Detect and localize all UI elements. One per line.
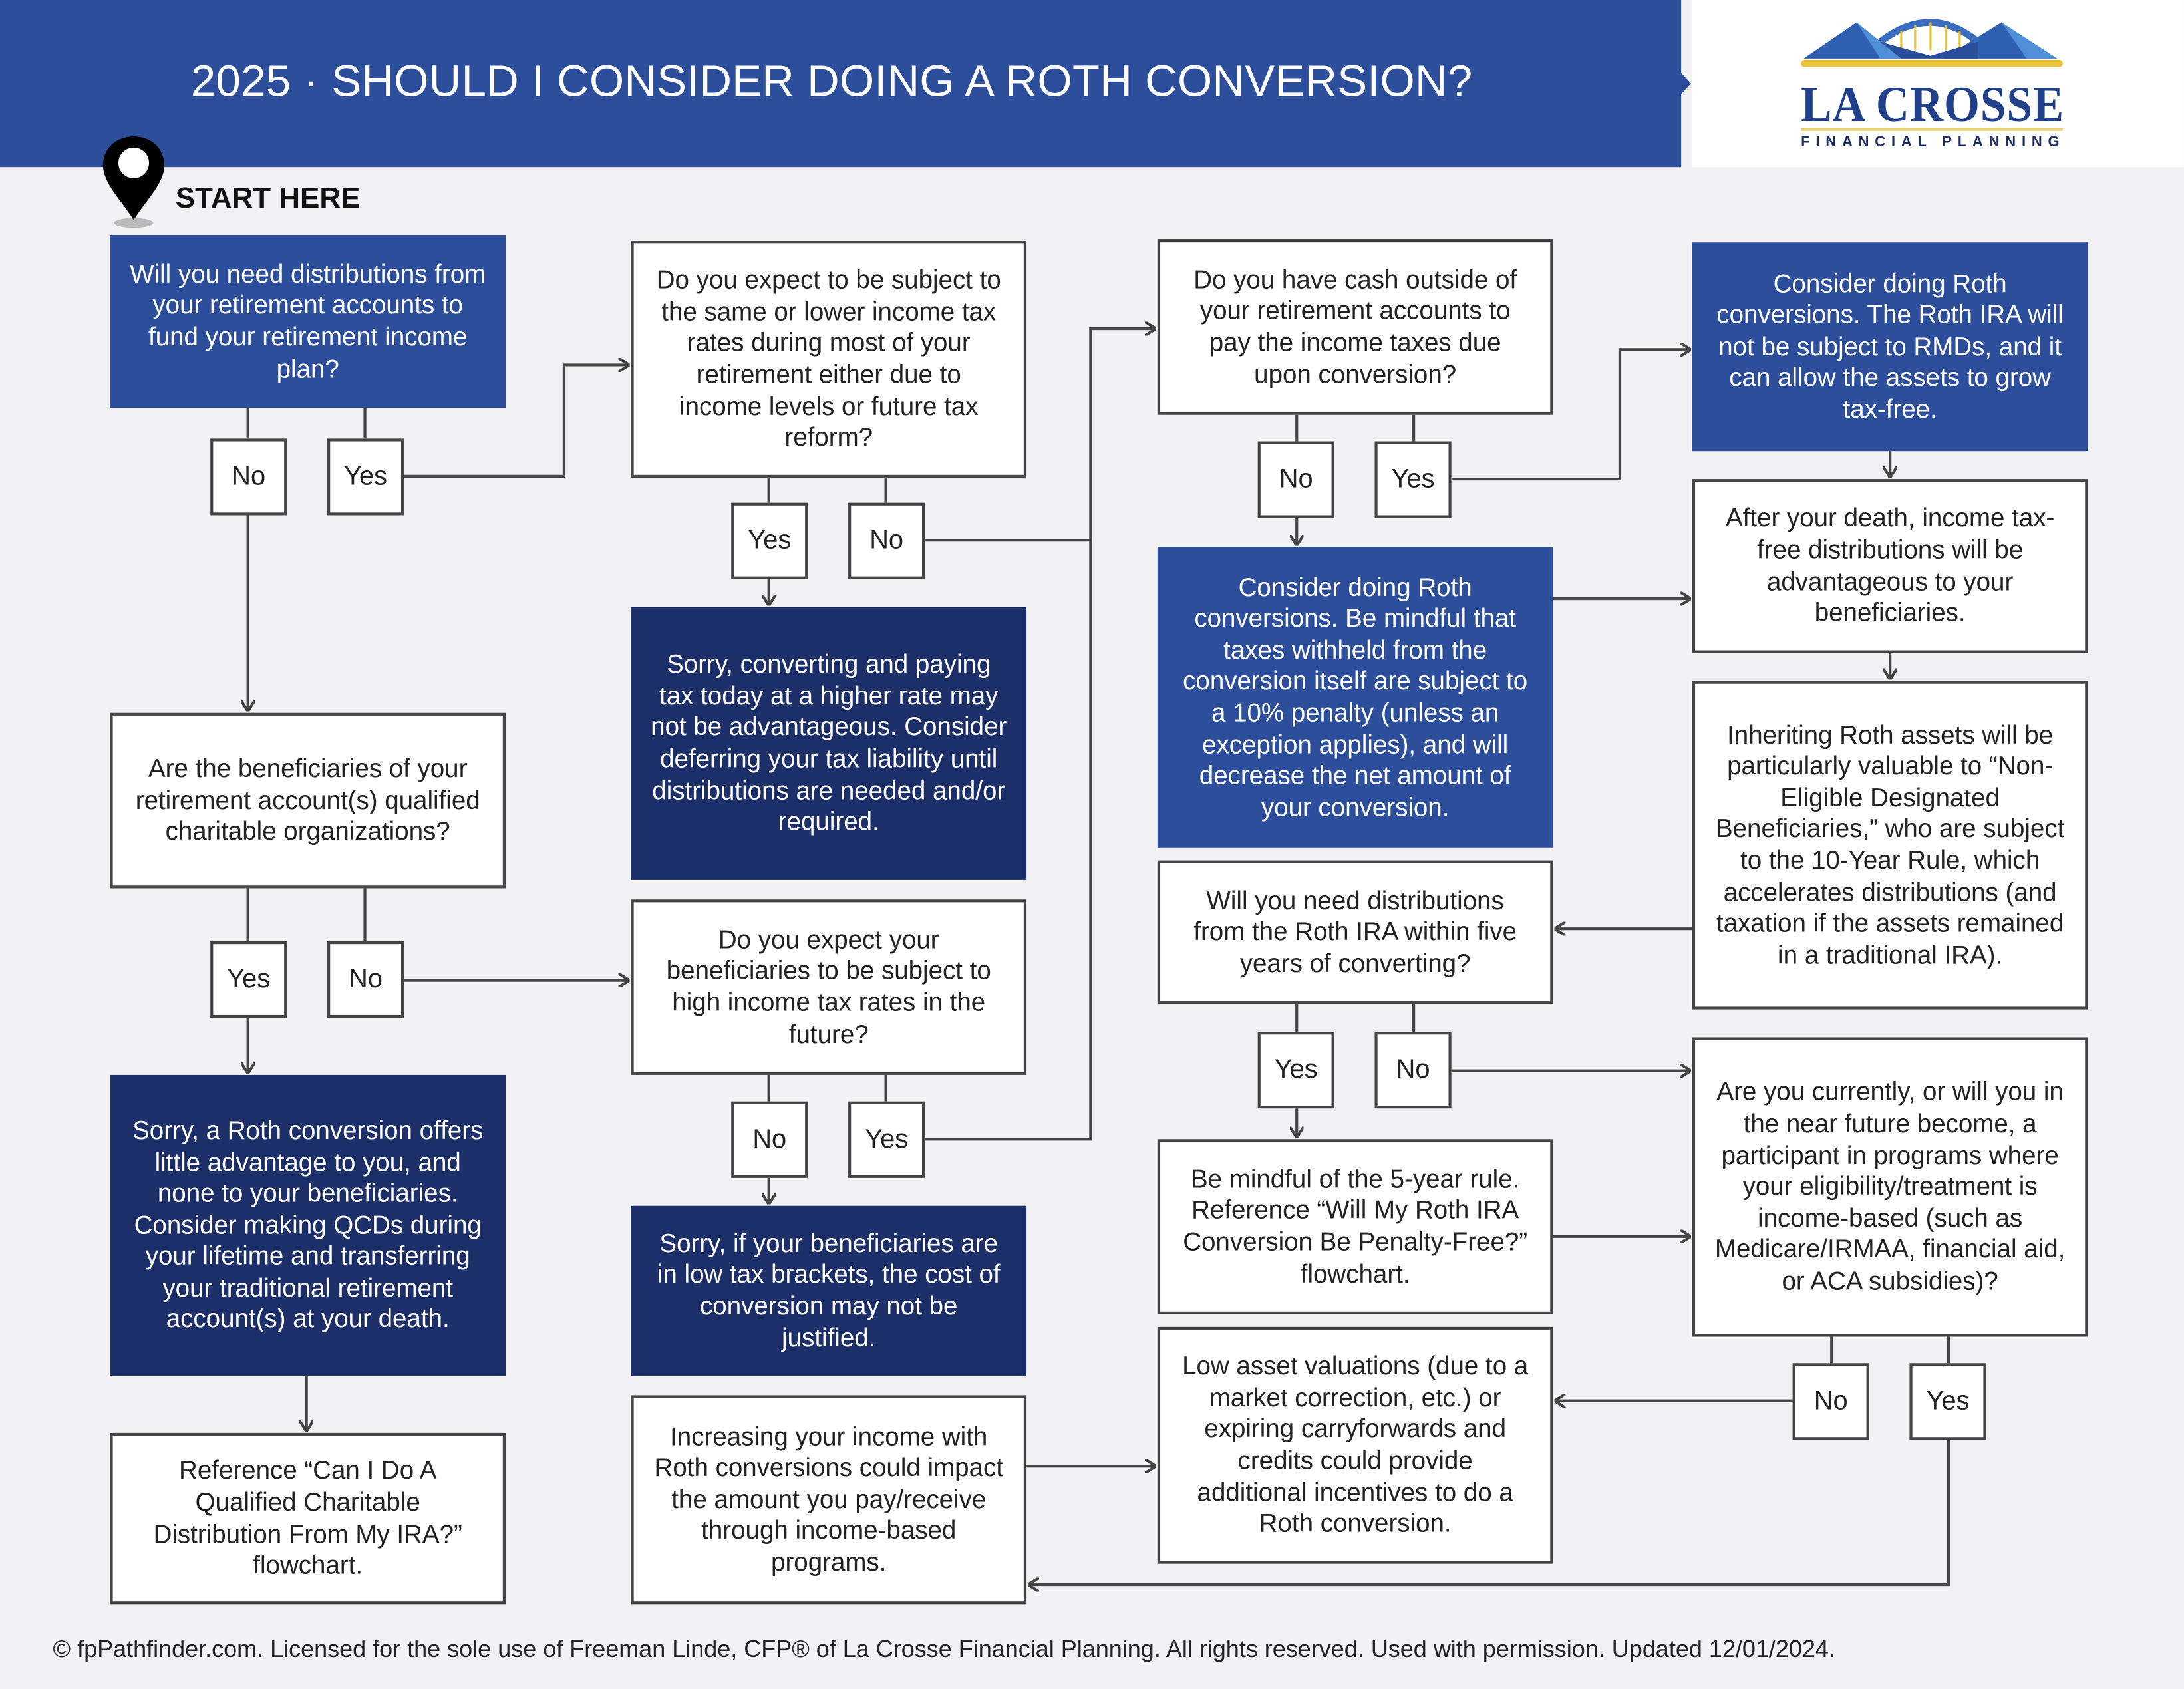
q-cash-outside: Do you have cash outside of your retirem… [1157,239,1553,415]
outcome-low-brackets: Sorry, if your beneficiaries are in low … [631,1205,1027,1376]
logo-tagline: FINANCIAL PLANNING [1801,133,2066,151]
reference-qcd-flowchart: Reference “Can I Do A Qualified Charitab… [110,1432,506,1605]
start-here-label: START HERE [175,182,361,215]
q-beneficiaries-high-tax: Do you expect your beneficiaries to be s… [631,899,1027,1075]
q-beneficiaries-charitable: Are the beneficiaries of your retirement… [110,712,506,889]
answer-yes: Yes [327,438,404,516]
bridge-mountain-logo-icon [1801,19,2063,67]
map-pin-icon [102,136,165,228]
logo-rule [1801,128,2063,131]
note-inheriting-roth: Inheriting Roth assets will be particula… [1692,681,2088,1010]
outcome-higher-rate: Sorry, converting and paying tax today a… [631,607,1027,880]
answer-yes: Yes [731,502,808,579]
logo-name: LA CROSSE [1801,77,2065,132]
q-need-distributions: Will you need distributions from your re… [110,235,506,408]
answer-yes: Yes [1374,441,1452,518]
answer-no: No [731,1101,808,1178]
answer-no: No [210,438,287,516]
answer-no: No [1257,441,1334,518]
note-income-based-programs: Increasing your income with Roth convers… [631,1395,1027,1605]
answer-yes: Yes [848,1101,925,1178]
answer-no: No [1792,1363,1869,1440]
answer-yes: Yes [1909,1363,1986,1440]
note-five-year-rule: Be mindful of the 5-year rule. Reference… [1157,1139,1553,1314]
outcome-qcd: Sorry, a Roth conversion offers little a… [110,1074,506,1376]
header-bar: 2025 · SHOULD I CONSIDER DOING A ROTH CO… [0,0,1682,168]
answer-no: No [1374,1032,1452,1109]
header-notch [1678,69,1691,98]
outcome-convert-penalty: Consider doing Roth conversions. Be mind… [1157,547,1553,848]
answer-no: No [848,502,925,579]
answer-yes: Yes [210,941,287,1018]
q-five-years: Will you need distributions from the Rot… [1157,860,1553,1004]
answer-yes: Yes [1257,1032,1334,1109]
note-after-death: After your death, income tax-free distri… [1692,479,2088,653]
page-title: 2025 · SHOULD I CONSIDER DOING A ROTH CO… [190,55,1473,106]
q-same-or-lower-tax: Do you expect to be subject to the same … [631,241,1027,478]
note-low-valuations: Low asset valuations (due to a market co… [1157,1326,1553,1564]
footer-copyright: © fpPathfinder.com. Licensed for the sol… [53,1634,1835,1663]
q-income-based-programs: Are you currently, or will you in the ne… [1692,1037,2088,1337]
answer-no: No [327,941,404,1018]
logo: LA CROSSE FINANCIAL PLANNING [1692,0,2184,168]
outcome-convert-rmds: Consider doing Roth conversions. The Rot… [1692,242,2088,452]
